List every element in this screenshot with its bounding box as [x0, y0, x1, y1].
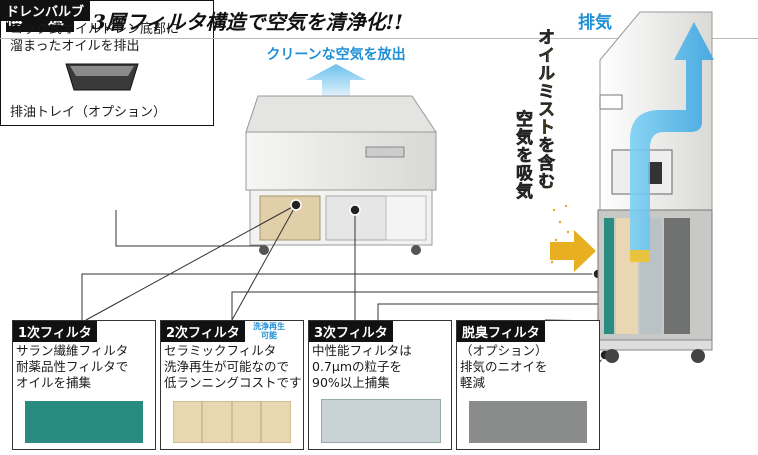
filter-title: 3次フィルタ — [309, 321, 393, 342]
filter-description: 中性能フィルタは 0.7μmの粒子を 90%以上捕集 — [312, 343, 451, 391]
drain-valve-title: ドレンバルブ — [0, 0, 91, 21]
filter-desc-line: 排気のニオイを — [460, 359, 548, 374]
oil-mist-label: オイルミストを含む — [534, 28, 555, 191]
filter-description: （オプション） 排気のニオイを 軽減 — [460, 343, 599, 391]
filter-desc-line: 耐薬品性フィルタで — [16, 359, 129, 374]
drain-valve-description: コック式オイルドレン底部に 溜まったオイルを排出 — [10, 21, 210, 55]
filter-desc-line: 低ランニングコストです — [164, 375, 302, 390]
filter-box-tertiary: 3次フィルタ 中性能フィルタは 0.7μmの粒子を 90%以上捕集 — [308, 320, 452, 450]
filter-desc-line: 90%以上捕集 — [312, 375, 390, 390]
filter-desc-line: オイルを捕集 — [16, 375, 92, 390]
drain-desc-line2: 溜まったオイルを排出 — [10, 39, 140, 54]
oil-tray-image — [65, 63, 139, 91]
header-divider — [0, 38, 758, 39]
filter-description: セラミックフィルタ 洗浄再生が可能なので 低ランニングコストです — [164, 343, 303, 391]
drain-desc-line1: コック式オイルドレン底部に — [10, 22, 180, 37]
filter-desc-line: セラミックフィルタ — [164, 343, 277, 358]
filter-box-secondary: 2次フィルタ 洗浄再生 可能 セラミックフィルタ 洗浄再生が可能なので 低ランニ… — [160, 320, 304, 450]
badge-line: 可能 — [261, 331, 277, 340]
page-title: 3層フィルタ構造で空気を清浄化!! — [92, 10, 404, 34]
filter-desc-line: 軽減 — [460, 375, 486, 390]
clean-air-label: クリーンな空気を放出 — [266, 47, 406, 63]
filter-desc-line: 洗浄再生が可能なので — [164, 359, 290, 374]
up-arrow-icon — [306, 64, 366, 96]
filter-desc-line: 中性能フィルタは — [312, 343, 412, 358]
filter-box-primary: 1次フィルタ サラン繊維フィルタ 耐薬品性フィルタで オイルを捕集 — [12, 320, 156, 450]
intake-arrow-icon — [550, 230, 596, 272]
cutaway-unit-illustration — [597, 11, 714, 363]
collector-unit-illustration — [245, 95, 437, 255]
mist-dots — [550, 204, 574, 264]
oil-tray-label: 排油トレイ（オプション） — [10, 105, 167, 120]
filter-swatch — [321, 399, 441, 443]
filter-swatch — [25, 401, 143, 443]
exhaust-label: 排気 — [578, 13, 612, 33]
filter-desc-line: （オプション） — [460, 343, 548, 358]
washable-badge: 洗浄再生 可能 — [253, 322, 285, 340]
filter-title: 脱臭フィルタ — [457, 321, 545, 342]
filter-description: サラン繊維フィルタ 耐薬品性フィルタで オイルを捕集 — [16, 343, 155, 391]
filter-box-deodorizing: 脱臭フィルタ （オプション） 排気のニオイを 軽減 — [456, 320, 600, 450]
filter-title: 2次フィルタ — [161, 321, 245, 342]
filter-desc-line: 0.7μmの粒子を — [312, 359, 403, 374]
filter-title: 1次フィルタ — [13, 321, 97, 342]
badge-line: 洗浄再生 — [253, 322, 285, 331]
filter-swatch — [469, 401, 587, 443]
intake-air-label: 空気を吸気 — [512, 110, 533, 201]
filter-swatch — [173, 401, 291, 443]
drain-valve-box: ドレンバルブ コック式オイルドレン底部に 溜まったオイルを排出 排油トレイ（オプ… — [0, 0, 214, 126]
filter-desc-line: サラン繊維フィルタ — [16, 343, 129, 358]
